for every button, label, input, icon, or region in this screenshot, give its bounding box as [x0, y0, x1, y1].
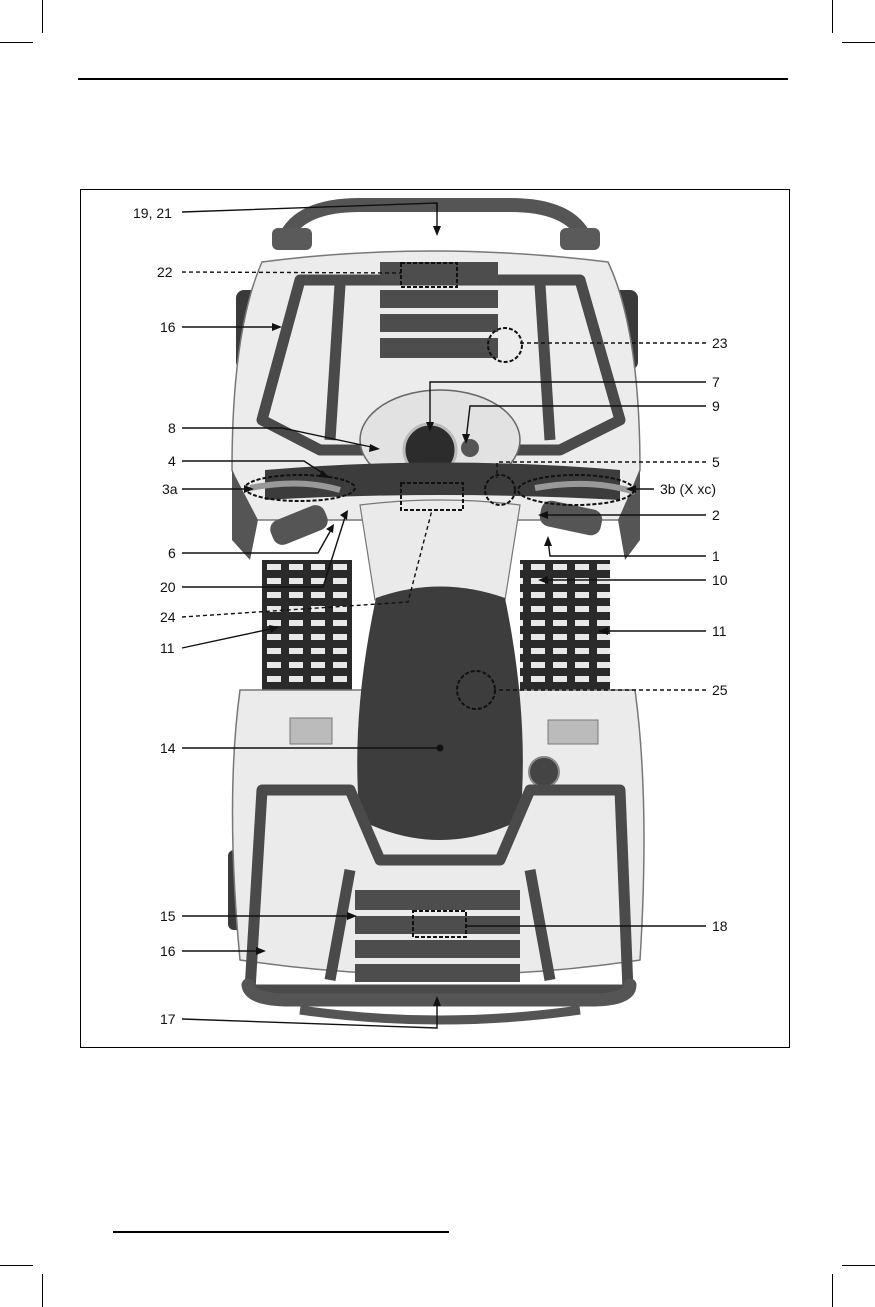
callout-23: 23 [712, 335, 728, 351]
callout-leaders [181, 202, 706, 1029]
callout-10: 10 [712, 572, 728, 588]
front-cargo-slats [380, 262, 498, 358]
right-footwell [520, 560, 610, 690]
callout-11-right: 11 [712, 623, 727, 639]
rear-cargo-slats [355, 890, 520, 982]
callout-16-rear: 16 [160, 943, 176, 959]
callout-15: 15 [160, 908, 176, 924]
crop-mark [42, 0, 43, 33]
callout-20: 20 [160, 579, 176, 595]
callout-6: 6 [168, 545, 176, 561]
callout-19-21: 19, 21 [133, 205, 172, 221]
callout-17: 17 [160, 1011, 176, 1027]
header-rule [78, 78, 788, 80]
rear-bumper [241, 978, 637, 1007]
center-chassis [359, 499, 521, 601]
callout-11-left: 11 [160, 640, 175, 656]
callout-14: 14 [160, 740, 176, 756]
callout-7: 7 [712, 374, 720, 390]
figure-frame [80, 189, 790, 1048]
rear-rack [244, 784, 634, 996]
footer-rule [113, 1231, 449, 1233]
crop-mark [0, 1265, 33, 1266]
fuel-cap [528, 756, 560, 788]
left-grip [270, 505, 328, 545]
callout-3b: 3b (X xc) [660, 481, 717, 497]
callout-24: 24 [160, 609, 176, 625]
crop-mark [832, 0, 833, 33]
callout-2: 2 [712, 507, 720, 523]
callout-16: 16 [160, 319, 176, 335]
callout-3a: 3a [162, 481, 178, 497]
front-bumper [278, 198, 592, 245]
callout-5: 5 [712, 454, 720, 470]
seat [357, 586, 523, 840]
crop-mark [42, 1274, 43, 1307]
crop-mark [842, 1265, 875, 1266]
left-footwell [262, 560, 352, 690]
crop-mark [0, 42, 33, 43]
front-rack [256, 274, 626, 456]
crop-mark [842, 42, 875, 43]
callout-9: 9 [712, 398, 720, 414]
callout-8: 8 [168, 420, 176, 436]
callout-25: 25 [712, 682, 728, 698]
crop-mark [832, 1274, 833, 1307]
callout-1: 1 [712, 548, 720, 564]
callout-18: 18 [712, 918, 728, 934]
callout-22: 22 [157, 264, 173, 280]
callout-4: 4 [168, 453, 176, 469]
right-grip [539, 500, 603, 536]
